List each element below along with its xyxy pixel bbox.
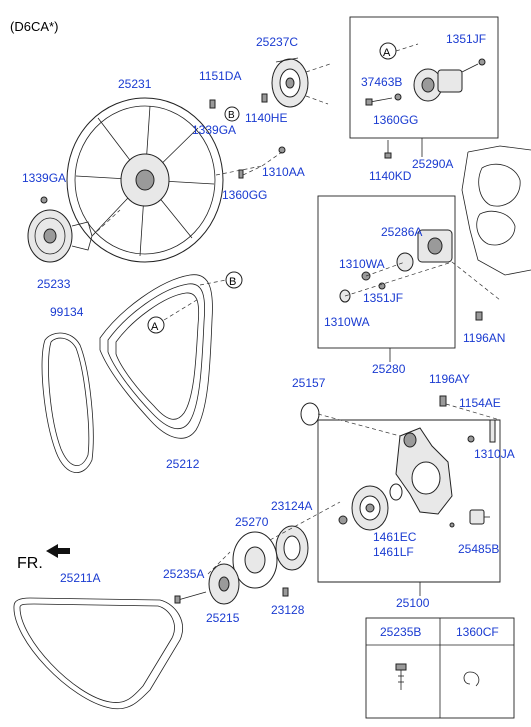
o-ring-1461 bbox=[389, 483, 403, 501]
front-arrow-icon bbox=[46, 544, 70, 558]
legend-label-25235b[interactable]: 25235B bbox=[380, 625, 421, 639]
belt-25212 bbox=[99, 274, 213, 439]
group-box-25290a bbox=[349, 16, 499, 139]
marker-a-label-belt: A bbox=[151, 321, 159, 333]
marker-b-circle-belt bbox=[225, 271, 243, 289]
part-label-25485b[interactable]: 25485B bbox=[458, 542, 499, 556]
part-label-25270[interactable]: 25270 bbox=[235, 515, 269, 529]
nut-pump bbox=[338, 515, 348, 525]
bolt-25235b-icon bbox=[395, 663, 407, 690]
part-label-25233[interactable]: 25233 bbox=[37, 277, 71, 291]
marker-b-circle-top bbox=[224, 106, 240, 122]
part-label-25215[interactable]: 25215 bbox=[206, 611, 240, 625]
marker-a-label: A bbox=[383, 47, 391, 59]
part-label-25231[interactable]: 25231 bbox=[118, 77, 152, 91]
bolt-23128 bbox=[282, 587, 289, 597]
variant-code: (D6CA*) bbox=[10, 19, 58, 34]
part-label-1310aa[interactable]: 1310AA bbox=[262, 165, 305, 179]
bolt-37463b bbox=[365, 97, 393, 106]
bolt-1310ja bbox=[467, 435, 475, 443]
part-label-37463b[interactable]: 37463B bbox=[361, 75, 402, 89]
engine-block-outline bbox=[461, 145, 531, 276]
part-label-1360gg-box[interactable]: 1360GG bbox=[373, 113, 418, 127]
part-label-1339ga[interactable]: 1339GA bbox=[192, 123, 236, 137]
bolt-1140he bbox=[261, 93, 268, 103]
bolt-1310aa bbox=[278, 146, 286, 154]
pulley-25215 bbox=[208, 563, 240, 605]
part-label-25157[interactable]: 25157 bbox=[292, 376, 326, 390]
bolt-1140kd bbox=[384, 140, 392, 159]
part-label-23124a[interactable]: 23124A bbox=[271, 499, 312, 513]
part-label-1310ja[interactable]: 1310JA bbox=[474, 447, 515, 461]
part-label-25212[interactable]: 25212 bbox=[166, 457, 200, 471]
pulley-water-pump bbox=[351, 485, 389, 531]
part-label-1360gg-fan[interactable]: 1360GG bbox=[222, 188, 267, 202]
fitting-25485b bbox=[449, 509, 490, 528]
part-label-1461ec[interactable]: 1461EC bbox=[373, 530, 417, 544]
part-label-1339ga-clutch[interactable]: 1339GA bbox=[22, 171, 66, 185]
part-label-1140he[interactable]: 1140HE bbox=[245, 111, 287, 125]
idler-25286a bbox=[396, 229, 453, 272]
belt-99134 bbox=[41, 332, 94, 474]
part-label-1151da[interactable]: 1151DA bbox=[199, 69, 241, 83]
bolt-1360gg-fan bbox=[238, 169, 244, 179]
part-label-1351jf-top[interactable]: 1351JF bbox=[446, 32, 486, 46]
damper-25270 bbox=[232, 531, 278, 589]
group-box-25100 bbox=[317, 419, 501, 583]
fan-clutch-25233 bbox=[27, 196, 93, 263]
marker-b-label-top: B bbox=[228, 110, 235, 121]
bolt-1196ay bbox=[439, 395, 447, 407]
gasket-25157 bbox=[300, 402, 320, 426]
part-label-1196ay[interactable]: 1196AY bbox=[429, 372, 470, 386]
part-label-25280[interactable]: 25280 bbox=[372, 362, 406, 376]
part-label-1310wa-lower[interactable]: 1310WA bbox=[324, 315, 370, 329]
legend-label-1360cf[interactable]: 1360CF bbox=[456, 625, 499, 639]
part-label-23128[interactable]: 23128 bbox=[271, 603, 305, 617]
water-pump-body bbox=[395, 427, 453, 515]
part-label-1351jf[interactable]: 1351JF bbox=[363, 291, 403, 305]
pulley-25237c bbox=[271, 57, 309, 108]
clip-1360cf-icon bbox=[463, 671, 480, 687]
part-label-1154ae[interactable]: 1154AE bbox=[459, 396, 501, 410]
part-label-1461lf[interactable]: 1461LF bbox=[373, 545, 414, 559]
belt-25211a bbox=[13, 597, 183, 710]
front-label: FR. bbox=[17, 555, 43, 572]
stud-1154ae bbox=[489, 419, 496, 443]
part-label-25237c[interactable]: 25237C bbox=[256, 35, 298, 49]
part-label-1140kd[interactable]: 1140KD bbox=[369, 169, 412, 183]
legend-table bbox=[365, 617, 515, 719]
washer-1360gg bbox=[394, 93, 402, 101]
part-label-25235a[interactable]: 25235A bbox=[163, 567, 204, 581]
tensioner-assembly bbox=[413, 58, 486, 102]
marker-a-circle-belt bbox=[147, 316, 165, 334]
part-label-25286a[interactable]: 25286A bbox=[381, 225, 422, 239]
group-box-25280 bbox=[317, 195, 456, 349]
part-label-1310wa-upper[interactable]: 1310WA bbox=[339, 257, 385, 271]
part-label-1196an[interactable]: 1196AN bbox=[463, 331, 505, 345]
fan-25231 bbox=[66, 97, 224, 263]
bolt-1151da bbox=[209, 99, 216, 109]
bolt-25235a bbox=[174, 591, 207, 604]
part-label-25100[interactable]: 25100 bbox=[396, 596, 430, 610]
marker-b-label-belt: B bbox=[229, 276, 236, 288]
part-label-25290a[interactable]: 25290A bbox=[412, 157, 453, 171]
pulley-23124a bbox=[275, 525, 309, 571]
part-label-25211a[interactable]: 25211A bbox=[60, 571, 100, 585]
part-label-99134[interactable]: 99134 bbox=[50, 305, 84, 319]
bolt-1196an bbox=[475, 311, 483, 321]
